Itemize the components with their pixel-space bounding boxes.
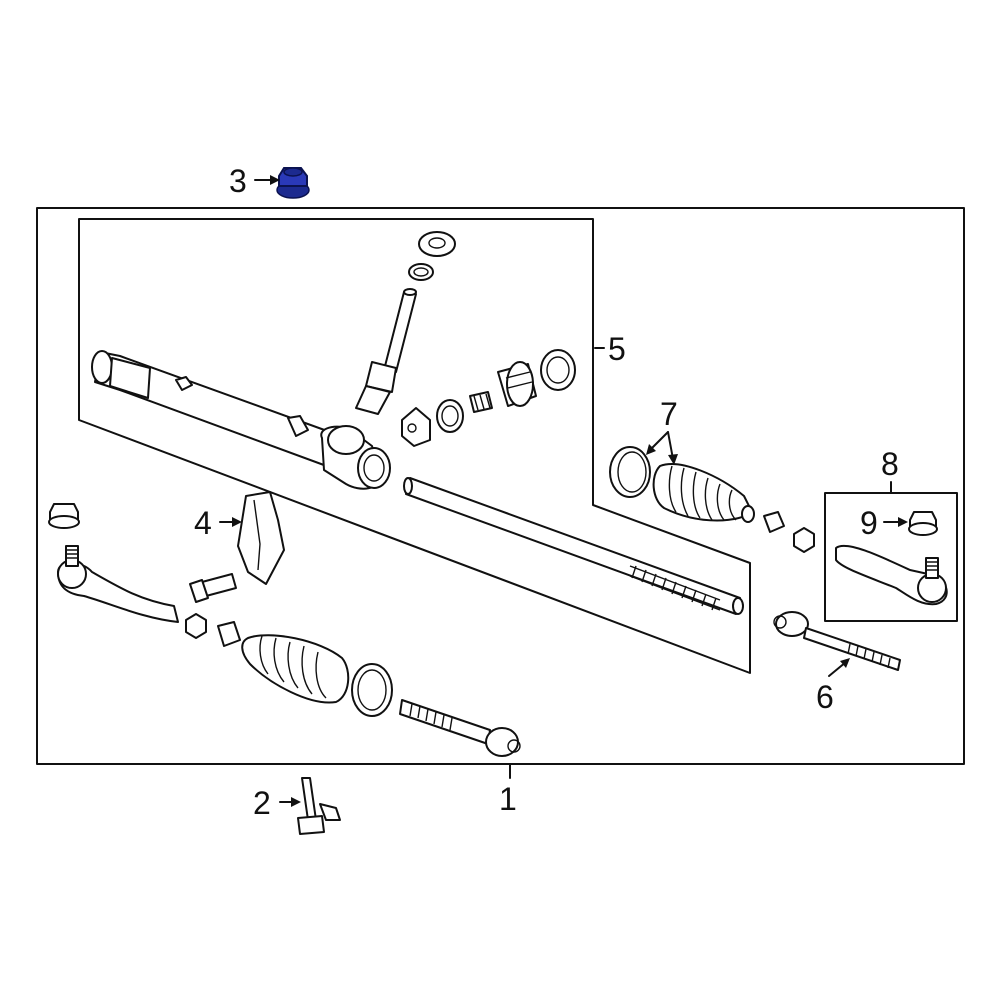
part-7-boot-clamp-right[interactable]	[609, 446, 651, 498]
steering-rack-housing[interactable]	[91, 350, 391, 490]
part-3-nut[interactable]	[276, 167, 310, 199]
yoke-plug[interactable]	[497, 361, 537, 407]
boot-band-right[interactable]	[763, 511, 785, 533]
callout-1: 1	[499, 781, 517, 817]
bellows-boot-left[interactable]	[241, 634, 350, 704]
part-4-heat-shield[interactable]	[237, 491, 285, 585]
pinion-shaft[interactable]	[355, 288, 417, 415]
rack-bar[interactable]	[403, 477, 744, 615]
callout-8: 8	[881, 446, 899, 482]
callout-3: 3	[229, 163, 247, 199]
boot-clamp-left[interactable]	[351, 663, 393, 717]
jam-nut-right[interactable]	[793, 527, 815, 553]
callout-7: 7	[660, 396, 678, 432]
boot-band-left[interactable]	[217, 621, 241, 647]
part-8-tie-rod-end-right[interactable]	[835, 544, 948, 606]
callout-6: 6	[816, 679, 834, 715]
tie-rod-nut-left[interactable]	[48, 503, 80, 529]
pinion-upper-seal[interactable]	[418, 231, 456, 257]
mounting-bolt[interactable]	[189, 573, 237, 603]
yoke-spring[interactable]	[469, 391, 493, 413]
part-9-nut[interactable]	[908, 511, 938, 536]
leader-lines	[219, 175, 908, 807]
callout-9: 9	[860, 505, 878, 541]
rack-assembly-frame	[78, 218, 751, 674]
part-1-inner-tie-rod-left[interactable]	[399, 699, 521, 757]
yoke-o-ring[interactable]	[436, 399, 464, 433]
yoke-lock-nut[interactable]	[540, 349, 576, 391]
callout-2: 2	[253, 785, 271, 821]
tie-rod-end-left[interactable]	[57, 545, 179, 623]
part-7-bellows-boot-right[interactable]	[652, 463, 755, 523]
outer-frame	[36, 207, 965, 765]
callout-4: 4	[194, 505, 212, 541]
jam-nut-left[interactable]	[185, 613, 207, 639]
pinion-o-ring[interactable]	[408, 263, 434, 281]
part-6-inner-tie-rod-right[interactable]	[773, 611, 901, 671]
callout-5: 5	[608, 331, 626, 367]
part-2-bolt[interactable]	[297, 777, 341, 835]
rack-guide-yoke[interactable]	[401, 407, 431, 447]
